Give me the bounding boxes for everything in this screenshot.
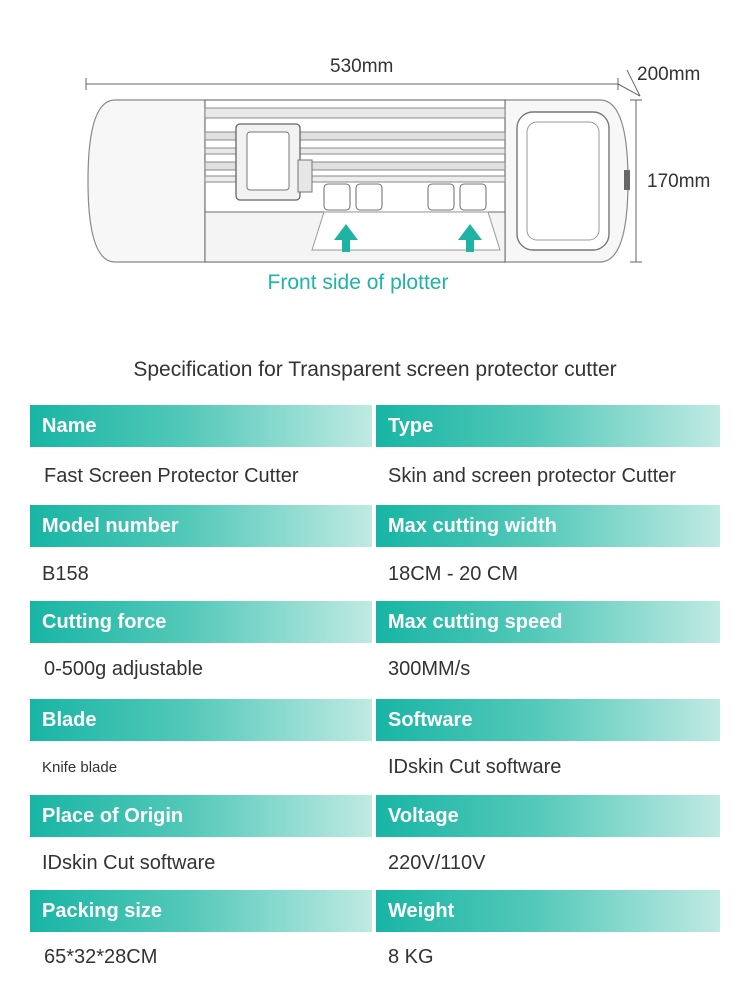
- spec-value: IDskin Cut software: [42, 852, 216, 874]
- spec-value: 65*32*28CM: [44, 946, 158, 968]
- spec-value: Fast Screen Protector Cutter: [44, 465, 299, 487]
- spec-value: Skin and screen protector Cutter: [388, 465, 676, 487]
- spec-header: Cutting force: [30, 601, 372, 643]
- spec-value: 220V/110V: [388, 852, 486, 874]
- spec-value: Knife blade: [42, 759, 118, 776]
- height-dimension-label: 170mm: [647, 171, 711, 192]
- spec-header: Max cutting width: [376, 505, 720, 547]
- width-dimension-label: 530mm: [330, 56, 394, 77]
- plotter-illustration: [85, 69, 642, 263]
- spec-header: Model number: [30, 505, 372, 547]
- spec-header: Packing size: [30, 890, 372, 932]
- spec-title: Specification for Transparent screen pro…: [133, 358, 617, 381]
- spec-value: 0-500g adjustable: [44, 658, 204, 680]
- depth-dimension-label: 200mm: [637, 64, 701, 85]
- spec-header: Place of Origin: [30, 795, 372, 837]
- spec-header: Blade: [30, 699, 372, 741]
- plotter-diagram: 530mm 200mm 170mm Front side of plotter: [0, 0, 750, 320]
- front-side-label: Front side of plotter: [267, 271, 449, 294]
- spec-header: Type: [376, 405, 720, 447]
- spec-value: 8 KG: [388, 946, 434, 968]
- spec-value: 18CM - 20 CM: [388, 563, 519, 585]
- spec-value: B158: [42, 563, 89, 585]
- spec-header: Software: [376, 699, 720, 741]
- spec-header: Max cutting speed: [376, 601, 720, 643]
- spec-header: Voltage: [376, 795, 720, 837]
- spec-value: 300MM/s: [388, 658, 471, 680]
- spec-header: Name: [30, 405, 372, 447]
- spec-value: IDskin Cut software: [388, 756, 562, 778]
- spec-header: Weight: [376, 890, 720, 932]
